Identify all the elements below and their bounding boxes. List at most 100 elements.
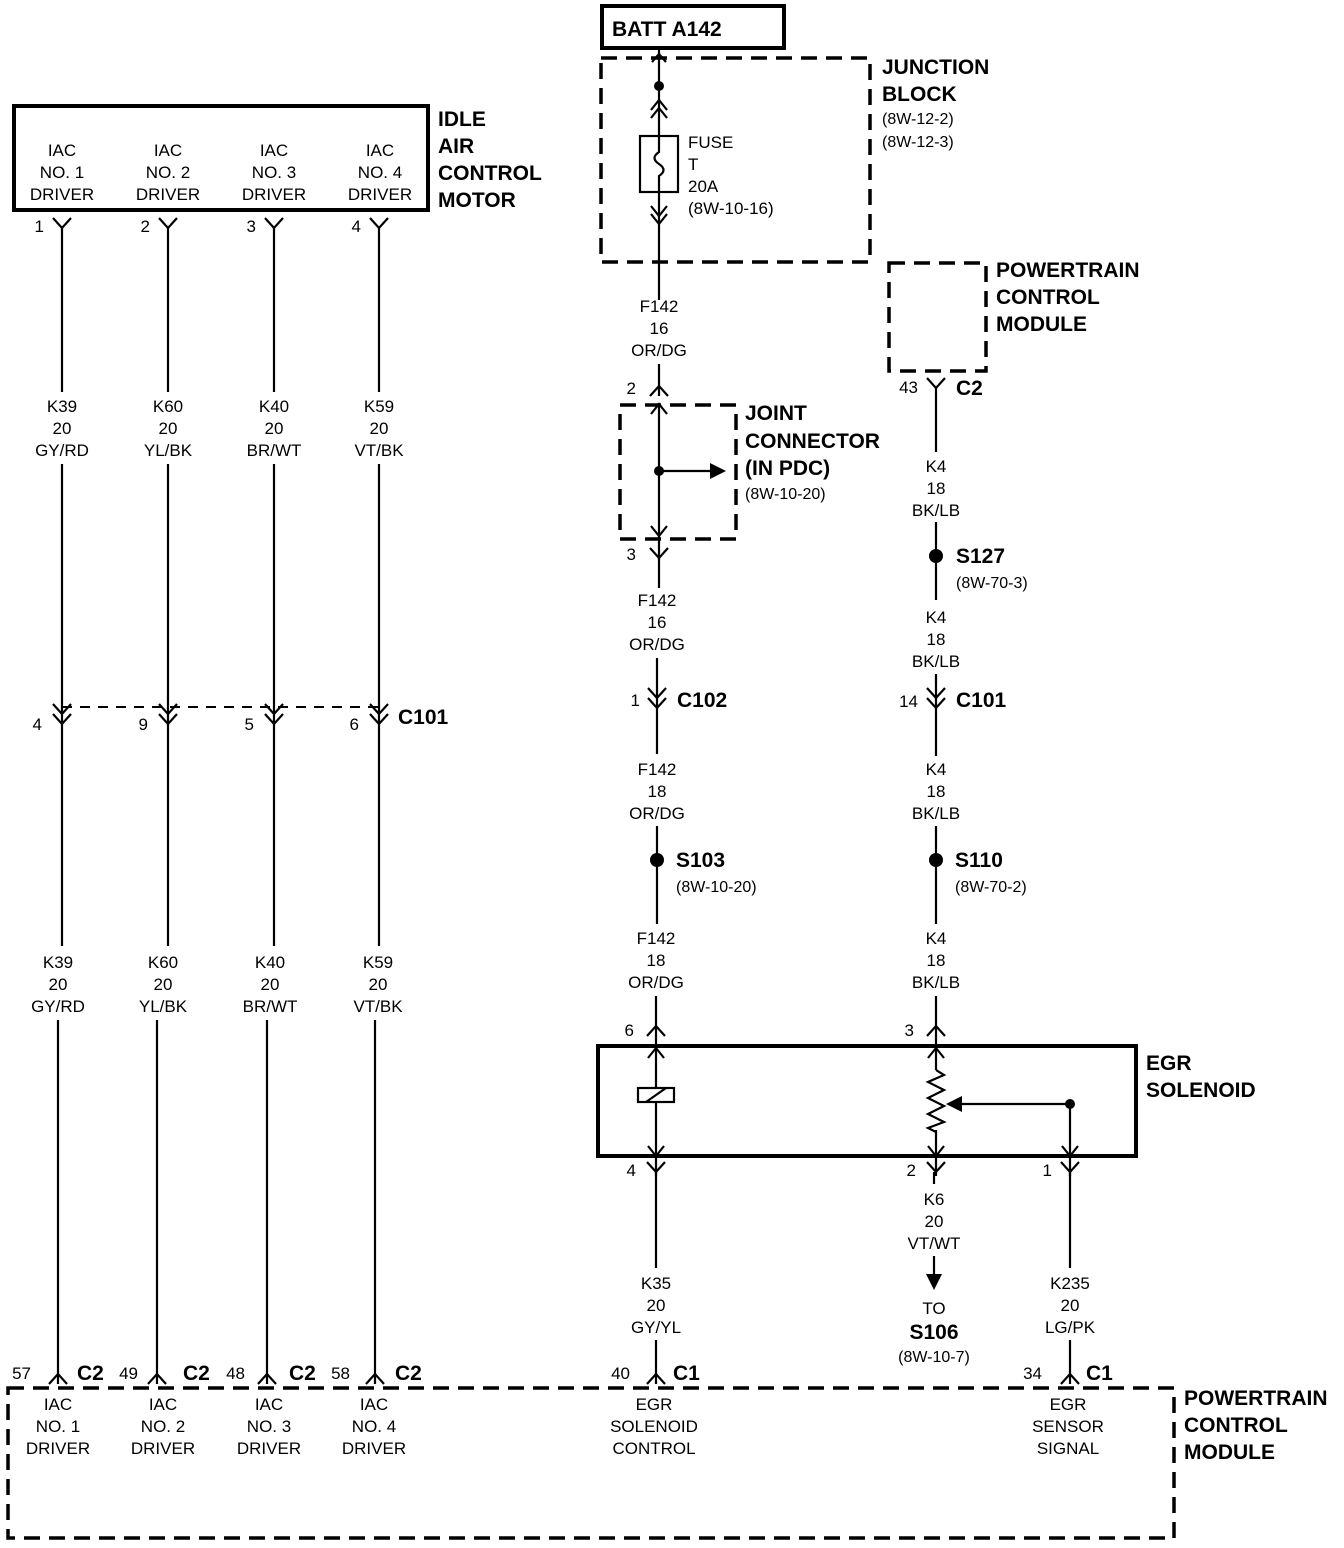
- iac-cell-2: IAC NO. 2 DRIVER: [136, 141, 200, 204]
- joint-pin-bottom: 3: [627, 545, 636, 564]
- svg-text:OR/DG: OR/DG: [629, 635, 685, 654]
- c102-label: C102: [677, 689, 727, 712]
- svg-text:16: 16: [648, 613, 667, 632]
- svg-text:K59: K59: [364, 397, 394, 416]
- fuse-label: FUSE T 20A (8W-10-16): [688, 133, 774, 218]
- svg-text:IAC: IAC: [255, 1395, 283, 1414]
- svg-text:OR/DG: OR/DG: [631, 341, 687, 360]
- svg-text:(8W-12-3): (8W-12-3): [882, 134, 954, 151]
- svg-text:F142: F142: [637, 929, 676, 948]
- splice-s103-dot: [650, 853, 664, 867]
- svg-text:NO. 2: NO. 2: [146, 163, 190, 182]
- svg-text:POWERTRAIN: POWERTRAIN: [1184, 1387, 1328, 1410]
- egr-solenoid-box: [596, 1044, 1138, 1158]
- junction-block-outline: [599, 56, 872, 264]
- svg-text:(8W-12-2): (8W-12-2): [882, 111, 954, 128]
- svg-text:IAC: IAC: [360, 1395, 388, 1414]
- svg-text:BLOCK: BLOCK: [882, 83, 957, 106]
- svg-text:20A: 20A: [688, 177, 719, 196]
- connector-icon: [650, 205, 668, 226]
- svg-text:MOTOR: MOTOR: [438, 189, 516, 212]
- s127-ref: (8W-70-3): [956, 575, 1028, 592]
- svg-text:K6: K6: [924, 1190, 945, 1209]
- svg-text:IDLE: IDLE: [438, 108, 486, 131]
- svg-text:18: 18: [927, 951, 946, 970]
- svg-text:F142: F142: [638, 591, 677, 610]
- connector-icon: [926, 1024, 946, 1037]
- wiper-arrow-icon: [946, 1096, 962, 1112]
- svg-text:18: 18: [927, 782, 946, 801]
- svg-text:DRIVER: DRIVER: [131, 1439, 195, 1458]
- svg-text:S106: S106: [909, 1321, 958, 1344]
- svg-text:LG/PK: LG/PK: [1045, 1318, 1096, 1337]
- c102-pin: 1: [631, 691, 640, 710]
- egr-pin-4: 4: [627, 1161, 636, 1180]
- to-s106: TO S106 (8W-10-7): [898, 1299, 970, 1366]
- svg-text:GY/RD: GY/RD: [31, 997, 85, 1016]
- connector-icon: [52, 703, 389, 726]
- svg-text:GY/RD: GY/RD: [35, 441, 89, 460]
- svg-text:IAC: IAC: [149, 1395, 177, 1414]
- svg-text:CONNECTOR: CONNECTOR: [745, 430, 880, 453]
- svg-text:F142: F142: [640, 297, 679, 316]
- svg-text:20: 20: [1061, 1296, 1080, 1315]
- svg-text:C2: C2: [395, 1362, 422, 1385]
- svg-text:SOLENOID: SOLENOID: [610, 1417, 698, 1436]
- svg-text:BK/LB: BK/LB: [912, 652, 960, 671]
- arrow-icon: [1061, 1145, 1079, 1158]
- arrow-down-icon: [926, 1274, 942, 1290]
- s103-label: S103: [676, 849, 725, 872]
- svg-text:(8W-10-7): (8W-10-7): [898, 1349, 970, 1366]
- svg-text:NO. 3: NO. 3: [252, 163, 296, 182]
- splice-s127-dot: [929, 549, 943, 563]
- arrow-icon: [650, 402, 668, 415]
- s127-label: S127: [956, 545, 1005, 568]
- iac-pin-1: 1: [35, 217, 44, 236]
- junction-splice-dot: [654, 81, 664, 91]
- pcm-pin-40: 40 C1 EGR SOLENOID CONTROL: [610, 1362, 700, 1458]
- svg-text:18: 18: [647, 951, 666, 970]
- connector-icon: [647, 687, 667, 710]
- c101-pin-6: 6: [350, 715, 359, 734]
- svg-text:K35: K35: [641, 1274, 671, 1293]
- pcm-top-title: POWERTRAIN CONTROL MODULE: [996, 259, 1140, 336]
- svg-text:K39: K39: [43, 953, 73, 972]
- c101-pin-4: 4: [33, 715, 42, 734]
- pcm-top-outline: [887, 261, 988, 373]
- iac-pin-2: 2: [141, 217, 150, 236]
- svg-text:VT/BK: VT/BK: [354, 441, 404, 460]
- junction-block-title: JUNCTION BLOCK (8W-12-2) (8W-12-3): [882, 56, 989, 151]
- wire-label-iac-bot-1: K39 20 GY/RD: [31, 953, 85, 1016]
- svg-text:IAC: IAC: [154, 141, 182, 160]
- connector-icon: [926, 377, 946, 390]
- egr-pin-3: 3: [905, 1021, 914, 1040]
- svg-text:TO: TO: [922, 1299, 945, 1318]
- wire-label-iac-top-4: K59 20 VT/BK: [354, 397, 404, 460]
- svg-text:40: 40: [611, 1364, 630, 1383]
- pcm-pin-49: 49 C2 IAC NO. 2 DRIVER: [119, 1362, 210, 1458]
- svg-text:K4: K4: [926, 760, 947, 779]
- c101-right-label: C101: [956, 689, 1007, 712]
- s103-ref: (8W-10-20): [676, 879, 757, 896]
- connector-icon: [52, 217, 389, 230]
- batt-box: [600, 4, 786, 50]
- svg-text:20: 20: [647, 1296, 666, 1315]
- svg-text:MODULE: MODULE: [1184, 1441, 1275, 1464]
- svg-text:AIR: AIR: [438, 135, 474, 158]
- svg-text:NO. 3: NO. 3: [247, 1417, 291, 1436]
- svg-text:(8W-10-16): (8W-10-16): [688, 199, 774, 218]
- svg-text:20: 20: [261, 975, 280, 994]
- svg-text:IAC: IAC: [260, 141, 288, 160]
- svg-text:BK/LB: BK/LB: [912, 973, 960, 992]
- svg-text:34: 34: [1023, 1364, 1042, 1383]
- s110-label: S110: [955, 849, 1003, 872]
- c101-left-label: C101: [398, 706, 449, 729]
- svg-text:YL/BK: YL/BK: [139, 997, 188, 1016]
- svg-text:BR/WT: BR/WT: [247, 441, 302, 460]
- svg-text:CONTROL: CONTROL: [1184, 1414, 1288, 1437]
- svg-text:GY/YL: GY/YL: [631, 1318, 681, 1337]
- egr-pin-6: 6: [625, 1021, 634, 1040]
- connector-icon: [649, 384, 669, 397]
- svg-text:BR/WT: BR/WT: [243, 997, 298, 1016]
- egr-pin-1: 1: [1043, 1161, 1052, 1180]
